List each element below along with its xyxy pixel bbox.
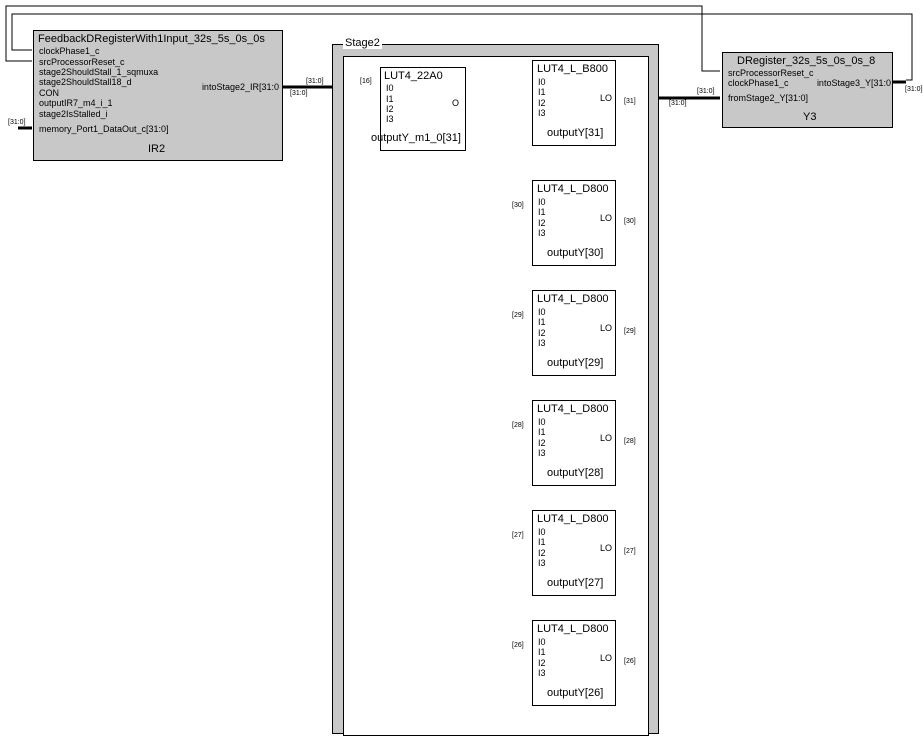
ir2-title: FeedbackDRegisterWith1Input_32s_5s_0s_0s bbox=[38, 33, 265, 45]
lut-main-input-0: I0 bbox=[386, 83, 394, 93]
ir2-input-7: memory_Port1_DataOut_c[31:0] bbox=[39, 124, 169, 134]
lut-input-0-0: I0 bbox=[538, 77, 546, 87]
lut-name-2: outputY[29] bbox=[547, 357, 604, 369]
lut-output-bit-label-3: [28] bbox=[624, 438, 636, 445]
lut-main-bit-label: [16] bbox=[360, 78, 372, 85]
stage2-title: Stage2 bbox=[343, 37, 382, 49]
lut-input-2-5: I2 bbox=[538, 658, 546, 668]
lut-input-bit-label-1: [30] bbox=[512, 202, 524, 209]
lut-output-bit-label-2: [29] bbox=[624, 328, 636, 335]
lut-input-bit-label-2: [29] bbox=[512, 312, 524, 319]
lut-input-0-3: I0 bbox=[538, 417, 546, 427]
lut-title-2: LUT4_L_D800 bbox=[537, 293, 609, 305]
lut-name-5: outputY[26] bbox=[547, 687, 604, 699]
lut-output-bit-label-5: [26] bbox=[624, 658, 636, 665]
lut-input-2-4: I2 bbox=[538, 548, 546, 558]
lut-input-0-1: I0 bbox=[538, 197, 546, 207]
ir2-instance-name: IR2 bbox=[148, 143, 166, 155]
lut-input-3-0: I3 bbox=[538, 108, 546, 118]
ir2-input-0: clockPhase1_c bbox=[39, 46, 100, 56]
lut-input-2-3: I2 bbox=[538, 438, 546, 448]
lut-input-bit-label-5: [26] bbox=[512, 642, 524, 649]
y3-register-block[interactable]: DRegister_32s_5s_0s_0s_8 srcProcessorRes… bbox=[722, 52, 893, 128]
lut-main-input-1: I1 bbox=[386, 94, 394, 104]
lut-input-0-2: I0 bbox=[538, 307, 546, 317]
lut-input-0-5: I0 bbox=[538, 637, 546, 647]
y3-bus-in-label: [31:0] bbox=[697, 88, 715, 95]
lut-title-1: LUT4_L_D800 bbox=[537, 183, 609, 195]
lut-title-4: LUT4_L_D800 bbox=[537, 513, 609, 525]
y3-input-1: clockPhase1_c bbox=[728, 78, 789, 88]
lut-name-1: outputY[30] bbox=[547, 247, 604, 259]
lut-name-3: outputY[28] bbox=[547, 467, 604, 479]
y3-input-0: srcProcessorReset_c bbox=[728, 68, 814, 78]
lut-main-title: LUT4_22A0 bbox=[384, 70, 443, 82]
lut-main-input-3: I3 bbox=[386, 114, 394, 124]
ir2-bus-in-label: [31:0] bbox=[8, 119, 26, 126]
y3-bus-out-label: [31:0] bbox=[905, 86, 923, 93]
lut-name-4: outputY[27] bbox=[547, 577, 604, 589]
ir2-input-5: outputIR7_m4_i_1 bbox=[39, 98, 113, 108]
ir2-input-4: CON bbox=[39, 88, 59, 98]
lut-title-0: LUT4_L_B800 bbox=[537, 63, 608, 75]
lut-input-2-2: I2 bbox=[538, 328, 546, 338]
ir2-register-block[interactable]: FeedbackDRegisterWith1Input_32s_5s_0s_0s… bbox=[33, 30, 283, 161]
y3-instance-name: Y3 bbox=[803, 111, 817, 123]
stage2-bus-out-label: [31:0] bbox=[669, 100, 687, 107]
lut-input-3-3: I3 bbox=[538, 448, 546, 458]
ir2-output-label: intoStage2_IR[31:0 bbox=[201, 82, 279, 92]
lut-main-name: outputY_m1_0[31] bbox=[371, 132, 461, 144]
lut-input-0-4: I0 bbox=[538, 527, 546, 537]
ir2-input-2: stage2ShouldStall_1_sqmuxa bbox=[39, 67, 159, 77]
lut-input-1-4: I1 bbox=[538, 537, 546, 547]
ir2-input-6: stage2IsStalled_i bbox=[39, 109, 108, 119]
lut-input-1-0: I1 bbox=[538, 87, 546, 97]
lut-input-3-2: I3 bbox=[538, 338, 546, 348]
lut-name-0: outputY[31] bbox=[547, 127, 604, 139]
lut-output-5: LO bbox=[599, 653, 612, 663]
ir2-input-1: srcProcessorReset_c bbox=[39, 57, 125, 67]
ir2-bus-out-label-bottom: [31:0] bbox=[290, 90, 308, 97]
lut-input-3-5: I3 bbox=[538, 668, 546, 678]
lut-input-3-4: I3 bbox=[538, 558, 546, 568]
lut-input-1-2: I1 bbox=[538, 317, 546, 327]
lut-output-2: LO bbox=[599, 323, 612, 333]
lut-input-3-1: I3 bbox=[538, 228, 546, 238]
y3-output-label: intoStage3_Y[31:0 bbox=[816, 78, 891, 88]
lut-title-3: LUT4_L_D800 bbox=[537, 403, 609, 415]
ir2-bus-out-label-top: [31:0] bbox=[306, 78, 324, 85]
feedback-wire-reset bbox=[5, 5, 720, 72]
lut-input-bit-label-4: [27] bbox=[512, 532, 524, 539]
lut-output-bit-label-0: [31] bbox=[624, 98, 636, 105]
lut-output-3: LO bbox=[599, 433, 612, 443]
lut-main-block[interactable]: LUT4_22A0 I0 I1 I2 I3 O outputY_m1_0[31] bbox=[371, 67, 466, 151]
lut-input-1-3: I1 bbox=[538, 427, 546, 437]
lut-input-2-0: I2 bbox=[538, 98, 546, 108]
lut-output-1: LO bbox=[599, 213, 612, 223]
lut-input-1-1: I1 bbox=[538, 207, 546, 217]
lut-main-output: O bbox=[451, 98, 459, 108]
y3-input-2: fromStage2_Y[31:0] bbox=[728, 93, 809, 103]
lut-input-1-5: I1 bbox=[538, 647, 546, 657]
feedback-wire-clock bbox=[11, 13, 913, 81]
y3-title: DRegister_32s_5s_0s_0s_8 bbox=[737, 55, 876, 67]
lut-main-input-2: I2 bbox=[386, 104, 394, 114]
lut-input-2-1: I2 bbox=[538, 218, 546, 228]
ir2-input-3: stage2ShouldStall18_d bbox=[39, 77, 132, 87]
lut-output-bit-label-1: [30] bbox=[624, 218, 636, 225]
lut-output-bit-label-4: [27] bbox=[624, 548, 636, 555]
lut-title-5: LUT4_L_D800 bbox=[537, 623, 609, 635]
lut-input-bit-label-3: [28] bbox=[512, 422, 524, 429]
lut-output-0: LO bbox=[599, 93, 612, 103]
lut-output-4: LO bbox=[599, 543, 612, 553]
